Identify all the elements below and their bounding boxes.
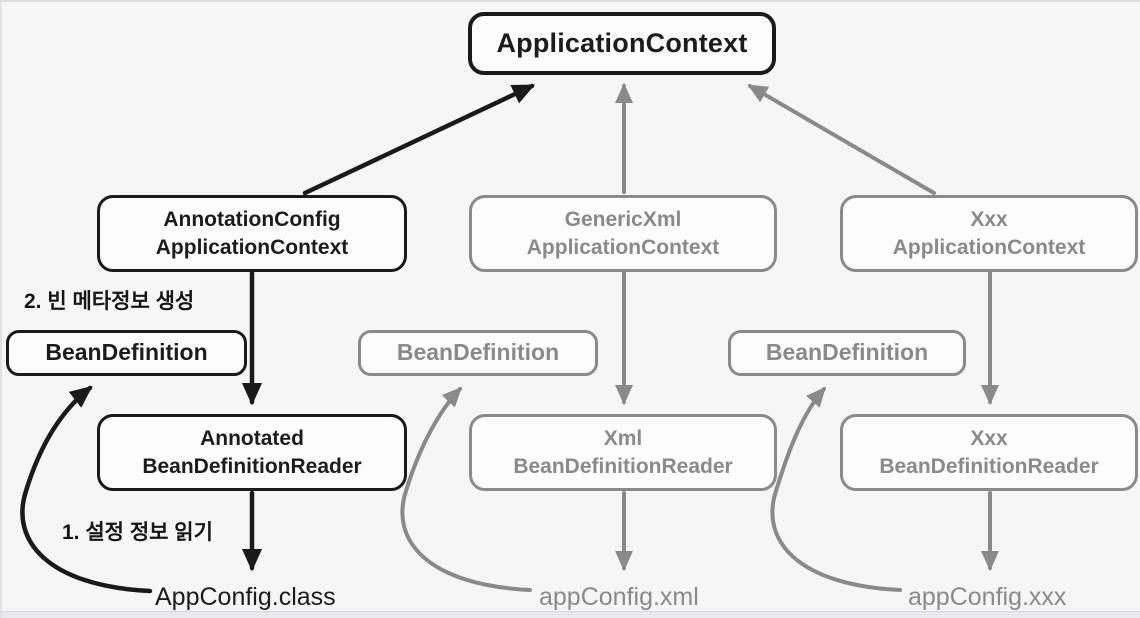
node-label-line2: ApplicationContext — [155, 235, 349, 259]
node-label-line2: ApplicationContext — [526, 235, 720, 259]
node-label-line1: Xxx — [970, 427, 1008, 451]
node-label-line1: Xxx — [970, 208, 1008, 232]
node-beandefinition-xml: BeanDefinition — [358, 330, 598, 376]
node-label-line2: BeanDefinitionReader — [879, 454, 1099, 478]
node-genericxml-applicationcontext: GenericXml ApplicationContext — [469, 195, 777, 272]
node-label-line1: Xml — [603, 427, 643, 451]
node-xxx-applicationcontext: Xxx ApplicationContext — [840, 195, 1138, 272]
node-xxx-beandefinitionreader: Xxx BeanDefinitionReader — [840, 414, 1138, 491]
node-annotated-beandefinitionreader: Annotated BeanDefinitionReader — [97, 414, 407, 491]
label-step-2-create-bean-metadata: 2. 빈 메타정보 생성 — [24, 290, 195, 313]
label-appconfig-xml: appConfig.xml — [539, 583, 699, 611]
node-label-line1: AnnotationConfig — [163, 208, 341, 232]
node-label-line2: BeanDefinitionReader — [142, 454, 362, 478]
node-annotationconfig-applicationcontext: AnnotationConfig ApplicationContext — [97, 195, 407, 272]
node-label: BeanDefinition — [396, 339, 560, 366]
label-appconfig-xxx: appConfig.xxx — [908, 583, 1067, 611]
arrow-xxxcontext-to-applicationcontext — [747, 84, 936, 195]
node-label-line2: BeanDefinitionReader — [513, 454, 733, 478]
node-label: BeanDefinition — [45, 339, 208, 366]
node-xml-beandefinitionreader: Xml BeanDefinitionReader — [469, 414, 777, 491]
node-label: BeanDefinition — [765, 339, 929, 366]
label-appconfig-class: AppConfig.class — [155, 583, 336, 611]
node-beandefinition-xxx: BeanDefinition — [728, 330, 966, 376]
node-label-line1: GenericXml — [564, 208, 682, 232]
node-label-line2: ApplicationContext — [892, 235, 1086, 259]
label-step-1-read-config: 1. 설정 정보 읽기 — [62, 521, 213, 544]
node-application-context: ApplicationContext — [468, 12, 776, 75]
node-label: ApplicationContext — [496, 27, 748, 58]
node-label-line1: Annotated — [200, 427, 304, 451]
canvas-bottom-edge — [2, 611, 1140, 618]
node-beandefinition-annotation: BeanDefinition — [6, 330, 247, 376]
arrow-annotationconfig-to-applicationcontext — [302, 83, 536, 196]
